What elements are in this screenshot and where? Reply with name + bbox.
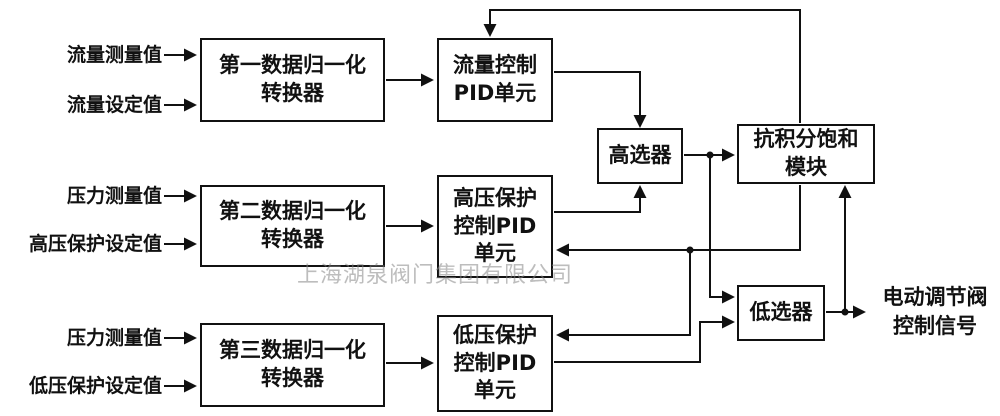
block-anti-windup: 抗积分饱和 模块	[737, 124, 875, 184]
input-label-pressure-measured-low: 压力测量值	[66, 327, 162, 349]
output-signal-label: 电动调节阀 控制信号	[882, 285, 988, 338]
junction-dot-feedback-branch	[686, 246, 694, 254]
block-normalizer-1: 第一数据归一化 转换器	[200, 38, 385, 122]
block-high-pressure-pid: 高压保护 控制PID 单元	[437, 175, 553, 278]
input-label-pressure-measured-high: 压力测量值	[66, 185, 162, 207]
wire-low-pid-to-low-selector	[554, 315, 735, 363]
junction-dot-high-selector-branch	[706, 151, 714, 159]
wire-high-pid-to-high-selector	[554, 185, 647, 213]
input-label-flow-setpoint: 流量设定值	[66, 94, 162, 116]
junction-dot-output-branch	[841, 308, 849, 316]
block-low-pressure-pid: 低压保护 控制PID 单元	[437, 315, 553, 412]
block-flow-pid: 流量控制 PID单元	[437, 38, 553, 122]
wire-flow-pid-to-high-selector	[554, 71, 647, 128]
input-label-flow-measured: 流量测量值	[66, 44, 162, 66]
block-normalizer-3: 第三数据归一化 转换器	[200, 323, 385, 407]
wire-anti-windup-feedback-to-flow-pid	[483, 9, 801, 123]
wire-anti-windup-feedback-to-high-pid	[556, 185, 801, 257]
wire-anti-windup-feedback-to-low-pid	[556, 250, 691, 342]
wire-high-selector-to-low-selector	[709, 155, 735, 304]
input-label-high-pressure-setpoint: 高压保护设定值	[28, 233, 162, 255]
input-label-low-pressure-setpoint: 低压保护设定值	[28, 375, 162, 397]
block-high-selector: 高选器	[597, 128, 683, 184]
block-normalizer-2: 第二数据归一化 转换器	[200, 185, 385, 267]
block-low-selector: 低选器	[737, 285, 825, 341]
